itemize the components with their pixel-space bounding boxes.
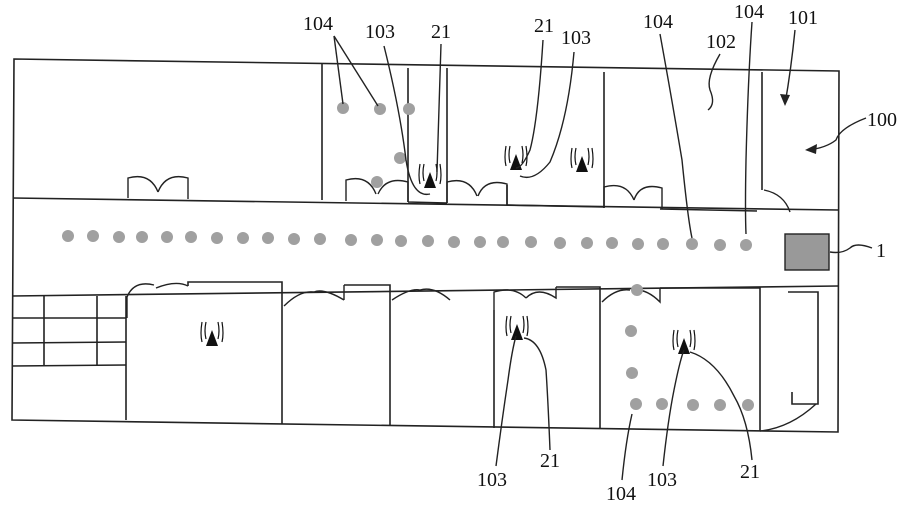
beacon-dot <box>631 284 643 296</box>
lower-room-b <box>344 284 391 426</box>
label-1: 1 <box>876 240 886 262</box>
beacon-dot <box>714 239 726 251</box>
label-21-bottom-right: 21 <box>740 461 760 483</box>
lower-room-e <box>660 287 761 431</box>
beacon-dot <box>113 231 125 243</box>
beacon-dots <box>62 102 754 411</box>
beacon-dot <box>371 234 383 246</box>
wifi-access-point-icon <box>200 321 224 346</box>
beacon-dot <box>630 398 642 410</box>
beacon-dot <box>262 232 274 244</box>
beacon-dot <box>374 103 386 115</box>
leader-lines <box>333 21 873 481</box>
beacon-dot <box>656 398 668 410</box>
beacon-dot <box>687 399 699 411</box>
label-100: 100 <box>867 109 897 131</box>
wifi-access-point-icon <box>504 145 528 170</box>
beacon-dot <box>422 235 434 247</box>
doors <box>126 175 817 432</box>
outer-wall <box>11 58 840 433</box>
walls <box>11 58 840 433</box>
beacon-dot <box>87 230 99 242</box>
lower-room-d <box>556 286 601 429</box>
access-point-icons <box>200 145 696 354</box>
wifi-access-point-icon <box>570 147 594 172</box>
corridor-top-wall <box>12 197 839 211</box>
label-103-top-b: 103 <box>561 27 591 49</box>
label-21-top-b: 21 <box>534 15 554 37</box>
beacon-dot <box>371 176 383 188</box>
upper-small-room <box>407 68 448 204</box>
label-104-bottom: 104 <box>606 483 636 505</box>
reference-labels: 104 103 21 21 103 104 102 104 101 100 1 … <box>303 1 897 505</box>
positioning-device <box>784 233 830 271</box>
beacon-dot <box>686 238 698 250</box>
beacon-dot <box>714 399 726 411</box>
beacon-dot <box>625 325 637 337</box>
beacon-dot <box>742 399 754 411</box>
beacon-dot <box>403 103 415 115</box>
wifi-access-point-icon <box>505 315 529 340</box>
beacon-dot <box>474 236 486 248</box>
label-103-bottom-right: 103 <box>647 469 677 491</box>
beacon-dot <box>448 236 460 248</box>
beacon-dot <box>185 231 197 243</box>
label-103-top-a: 103 <box>365 21 395 43</box>
beacon-dot <box>626 367 638 379</box>
lower-room-a <box>187 281 283 424</box>
beacon-dot <box>237 232 249 244</box>
label-103-bottom-left: 103 <box>477 469 507 491</box>
beacon-dot <box>211 232 223 244</box>
beacon-dot <box>394 152 406 164</box>
beacon-dot <box>497 236 509 248</box>
beacon-dot <box>395 235 407 247</box>
beacon-dot <box>161 231 173 243</box>
beacon-dot <box>345 234 357 246</box>
wifi-access-point-icon <box>672 329 696 354</box>
beacon-dot <box>288 233 300 245</box>
label-101: 101 <box>788 7 818 29</box>
stairs <box>11 296 127 367</box>
label-104-top-right: 104 <box>643 11 673 33</box>
label-104-far-right: 104 <box>734 1 764 23</box>
beacon-dot <box>581 237 593 249</box>
beacon-dot <box>554 237 566 249</box>
beacon-dot <box>632 238 644 250</box>
lower-right-room <box>788 291 819 405</box>
upper-room-c <box>659 208 758 212</box>
upper-room-b <box>506 72 605 208</box>
label-21-top-a: 21 <box>431 21 451 43</box>
beacon-dot <box>136 231 148 243</box>
label-102: 102 <box>706 31 736 53</box>
beacon-dot <box>525 236 537 248</box>
beacon-dot <box>657 238 669 250</box>
beacon-dot <box>62 230 74 242</box>
beacon-dot <box>314 233 326 245</box>
label-21-bottom-left: 21 <box>540 450 560 472</box>
label-104-top-left: 104 <box>303 13 333 35</box>
beacon-dot <box>606 237 618 249</box>
beacon-dot <box>337 102 349 114</box>
wifi-access-point-icon <box>418 163 442 188</box>
beacon-dot <box>740 239 752 251</box>
